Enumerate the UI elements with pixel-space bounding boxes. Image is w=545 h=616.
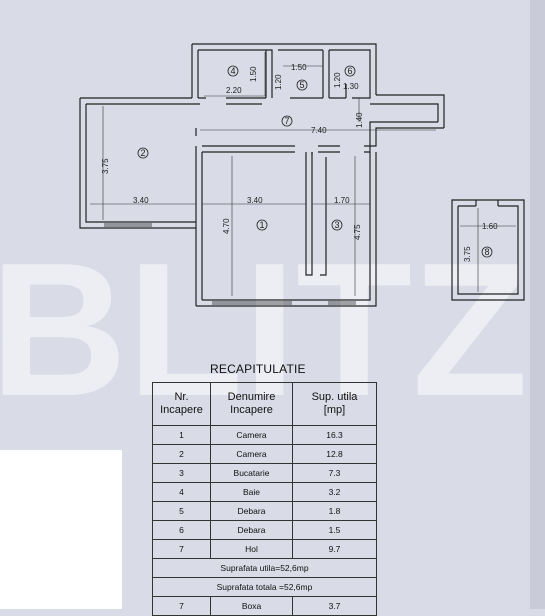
cell-nr: 7 bbox=[152, 596, 211, 616]
cell-area: 9.7 bbox=[292, 539, 377, 559]
room-number-7: 7 bbox=[285, 116, 290, 126]
cell-nr: 5 bbox=[152, 501, 211, 521]
recap-title: RECAPITULATIE bbox=[210, 362, 306, 376]
dim-2-20: 2.20 bbox=[226, 86, 242, 95]
dim-3-75-a: 3.75 bbox=[101, 158, 110, 174]
dim-1-20-b: 1.20 bbox=[333, 72, 342, 88]
dim-1-40: 1.40 bbox=[355, 112, 364, 128]
cell-nr: 3 bbox=[152, 463, 211, 483]
room-number-4: 4 bbox=[231, 66, 236, 76]
dim-3-40-b: 3.40 bbox=[247, 196, 263, 205]
dim-1-20-a: 1.20 bbox=[274, 74, 283, 90]
cell-name: Camera bbox=[210, 444, 293, 464]
header-suprafata: Sup. utila[mp] bbox=[292, 382, 377, 426]
cell-name: Boxa bbox=[210, 596, 293, 616]
dim-3-40-a: 3.40 bbox=[133, 196, 149, 205]
dim-4-70: 4.70 bbox=[222, 218, 231, 234]
table-row: 5 Debara 1.8 bbox=[152, 501, 377, 521]
cell-name: Hol bbox=[210, 539, 293, 559]
room-markers bbox=[137, 65, 493, 258]
dimension-lines bbox=[90, 52, 516, 296]
walls bbox=[79, 43, 525, 307]
dim-1-70: 1.70 bbox=[334, 196, 350, 205]
dim-1-60: 1.60 bbox=[482, 222, 498, 231]
suprafata-utila-row: Suprafata utila=52,6mp bbox=[152, 558, 377, 578]
cell-name: Bucatarie bbox=[210, 463, 293, 483]
dim-7-40: 7.40 bbox=[311, 126, 327, 135]
suprafata-totala-row: Suprafata totala =52,6mp bbox=[152, 577, 377, 597]
room-number-6: 6 bbox=[348, 66, 353, 76]
cell-area: 16.3 bbox=[292, 425, 377, 445]
table-row: 4 Baie 3.2 bbox=[152, 482, 377, 502]
cell-nr: 7 bbox=[152, 539, 211, 559]
cell-nr: 6 bbox=[152, 520, 211, 540]
cell-name: Debara bbox=[210, 501, 293, 521]
table-row-boxa: 7 Boxa 3.7 bbox=[152, 596, 377, 616]
table-row: 3 Bucatarie 7.3 bbox=[152, 463, 377, 483]
dim-1-50: 1.50 bbox=[291, 63, 307, 72]
cell-name: Camera bbox=[210, 425, 293, 445]
cell-nr: 4 bbox=[152, 482, 211, 502]
cell-name: Debara bbox=[210, 520, 293, 540]
suprafata-utila: Suprafata utila=52,6mp bbox=[152, 558, 377, 578]
dim-1-30: 1.30 bbox=[343, 82, 359, 91]
table-row: 2 Camera 12.8 bbox=[152, 444, 377, 464]
cell-area: 1.8 bbox=[292, 501, 377, 521]
dim-1-50-vertical: 1.50 bbox=[249, 66, 258, 82]
suprafata-totala: Suprafata totala =52,6mp bbox=[152, 577, 377, 597]
dim-3-75-b: 3.75 bbox=[463, 246, 472, 262]
room-number-5: 5 bbox=[300, 80, 305, 90]
table-row: 6 Debara 1.5 bbox=[152, 520, 377, 540]
table-row: 7 Hol 9.7 bbox=[152, 539, 377, 559]
table-row: 1 Camera 16.3 bbox=[152, 425, 377, 445]
cell-name: Baie bbox=[210, 482, 293, 502]
cell-area: 7.3 bbox=[292, 463, 377, 483]
windows bbox=[104, 223, 356, 305]
dim-4-75: 4.75 bbox=[353, 224, 362, 240]
page-edge-shadow bbox=[530, 0, 545, 609]
room-number-2: 2 bbox=[141, 148, 146, 158]
cell-area: 3.7 bbox=[292, 596, 377, 616]
cell-nr: 2 bbox=[152, 444, 211, 464]
cell-area: 12.8 bbox=[292, 444, 377, 464]
blank-area bbox=[0, 450, 122, 609]
cell-nr: 1 bbox=[152, 425, 211, 445]
cell-area: 1.5 bbox=[292, 520, 377, 540]
room-number-1: 1 bbox=[260, 220, 265, 230]
header-nr: Nr.Incapere bbox=[152, 382, 211, 426]
room-number-8: 8 bbox=[485, 247, 490, 257]
room-number-3: 3 bbox=[335, 220, 340, 230]
cell-area: 3.2 bbox=[292, 482, 377, 502]
